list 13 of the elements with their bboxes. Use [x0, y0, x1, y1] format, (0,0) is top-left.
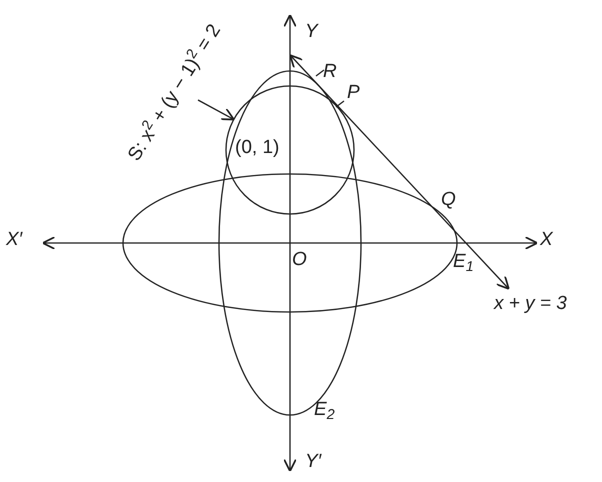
leader-arrow	[198, 99, 235, 120]
curve-label: E$_{1}$	[453, 252, 474, 271]
axis-label: P	[347, 83, 360, 102]
curve-label: E$_{2}$	[314, 400, 335, 419]
axis-label: Y′	[305, 452, 322, 471]
axis-label: Y	[305, 22, 318, 41]
axis-label: x + y = 3	[494, 294, 567, 313]
axis-label: Q	[441, 190, 456, 209]
center-label: (0, 1)	[235, 138, 280, 157]
axis-label: O	[292, 250, 307, 269]
axis-label: X	[540, 230, 553, 249]
axis-label: R	[323, 62, 337, 81]
axis-label: X′	[6, 230, 22, 249]
